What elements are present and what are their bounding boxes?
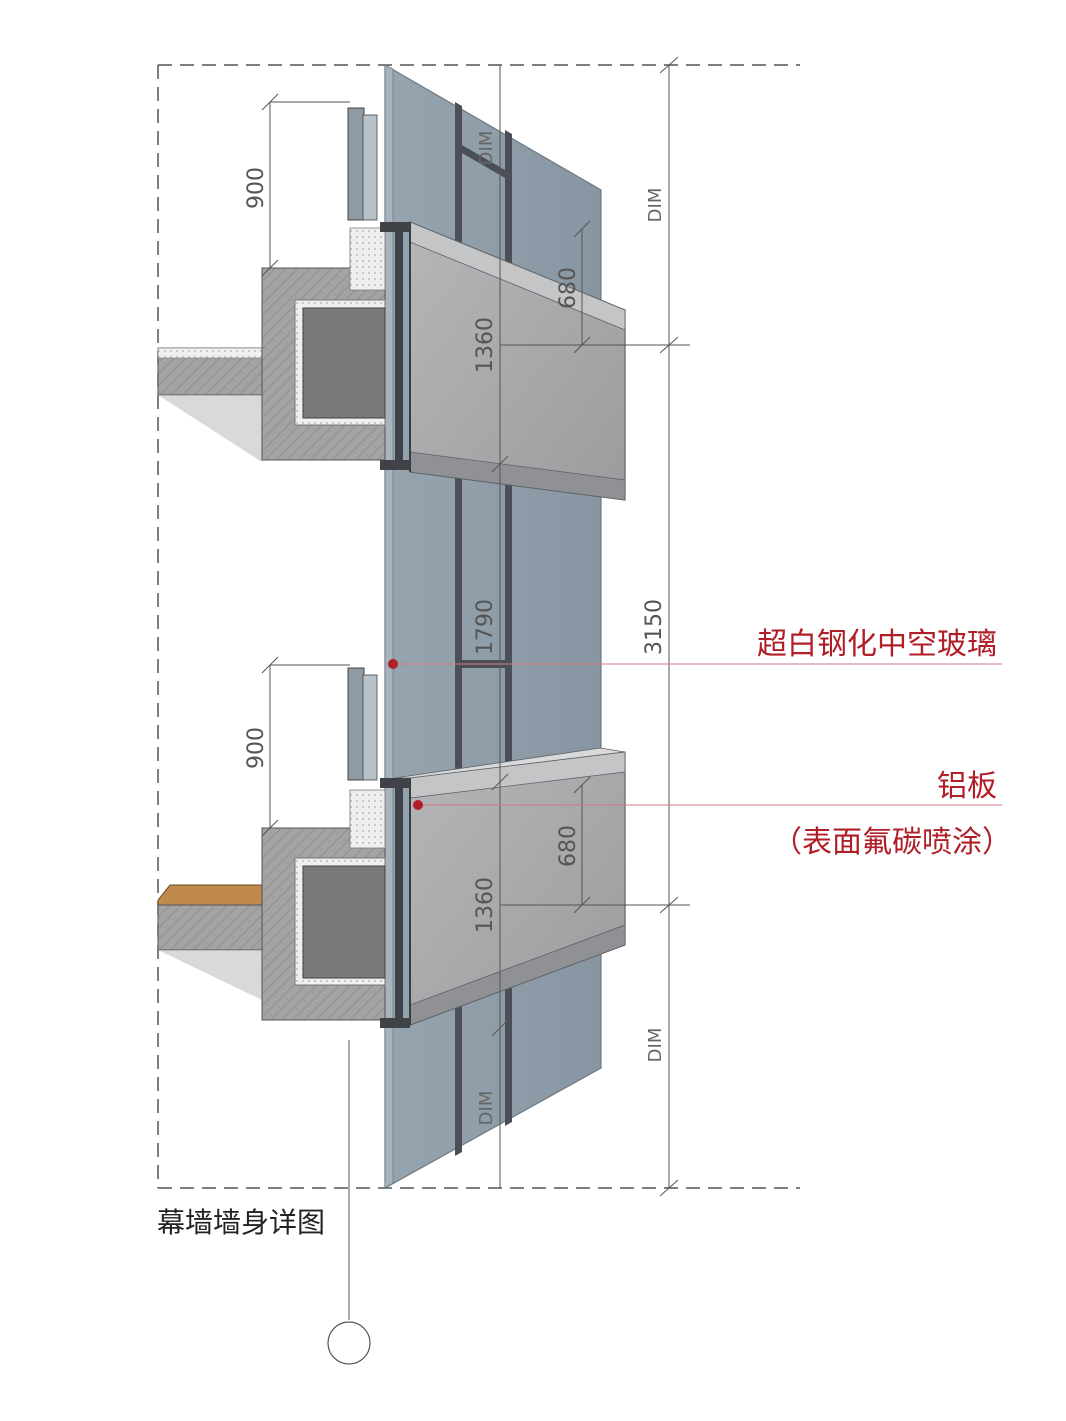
transom-upper	[462, 145, 505, 178]
callout-dot-panel	[413, 800, 423, 810]
callout-dot-glass	[388, 659, 398, 669]
drawing-title: 幕墙墙身详图	[157, 1206, 325, 1239]
callout-panel-finish-label: （表面氟碳喷涂）	[772, 825, 1012, 860]
dim-top-outer-label: DIM	[645, 188, 666, 223]
dim-bottom-outer-label: DIM	[645, 1028, 666, 1063]
slab-beam-lower	[157, 667, 386, 1021]
dim-1360-upper-label: 1360	[473, 317, 498, 373]
dimension-lines	[261, 56, 690, 1320]
slab-beam-upper	[157, 107, 386, 462]
dim-1790-label: 1790	[473, 599, 498, 655]
dim-3150-label: 3150	[642, 599, 667, 655]
dim-bottom-inner-label: DIM	[476, 1091, 497, 1126]
callout-panel-label: 铝板	[937, 769, 997, 804]
callout-leaders	[388, 659, 1002, 810]
aluminium-panel-lower	[394, 747, 626, 1026]
dim-680-upper-label: 680	[556, 267, 581, 309]
aluminium-panel-upper	[409, 221, 626, 501]
callout-glass-label: 超白钢化中空玻璃	[757, 627, 997, 662]
dim-900-lower-label: 900	[244, 727, 269, 769]
boundary-dashed-frame	[157, 64, 800, 1189]
dim-1360-lower-label: 1360	[473, 877, 498, 933]
dim-top-inner-label: DIM	[476, 131, 497, 166]
dim-900-upper-label: 900	[244, 167, 269, 209]
axis-bubble	[327, 1321, 371, 1365]
dim-680-lower-label: 680	[556, 825, 581, 867]
frame-profiles	[380, 222, 410, 1028]
